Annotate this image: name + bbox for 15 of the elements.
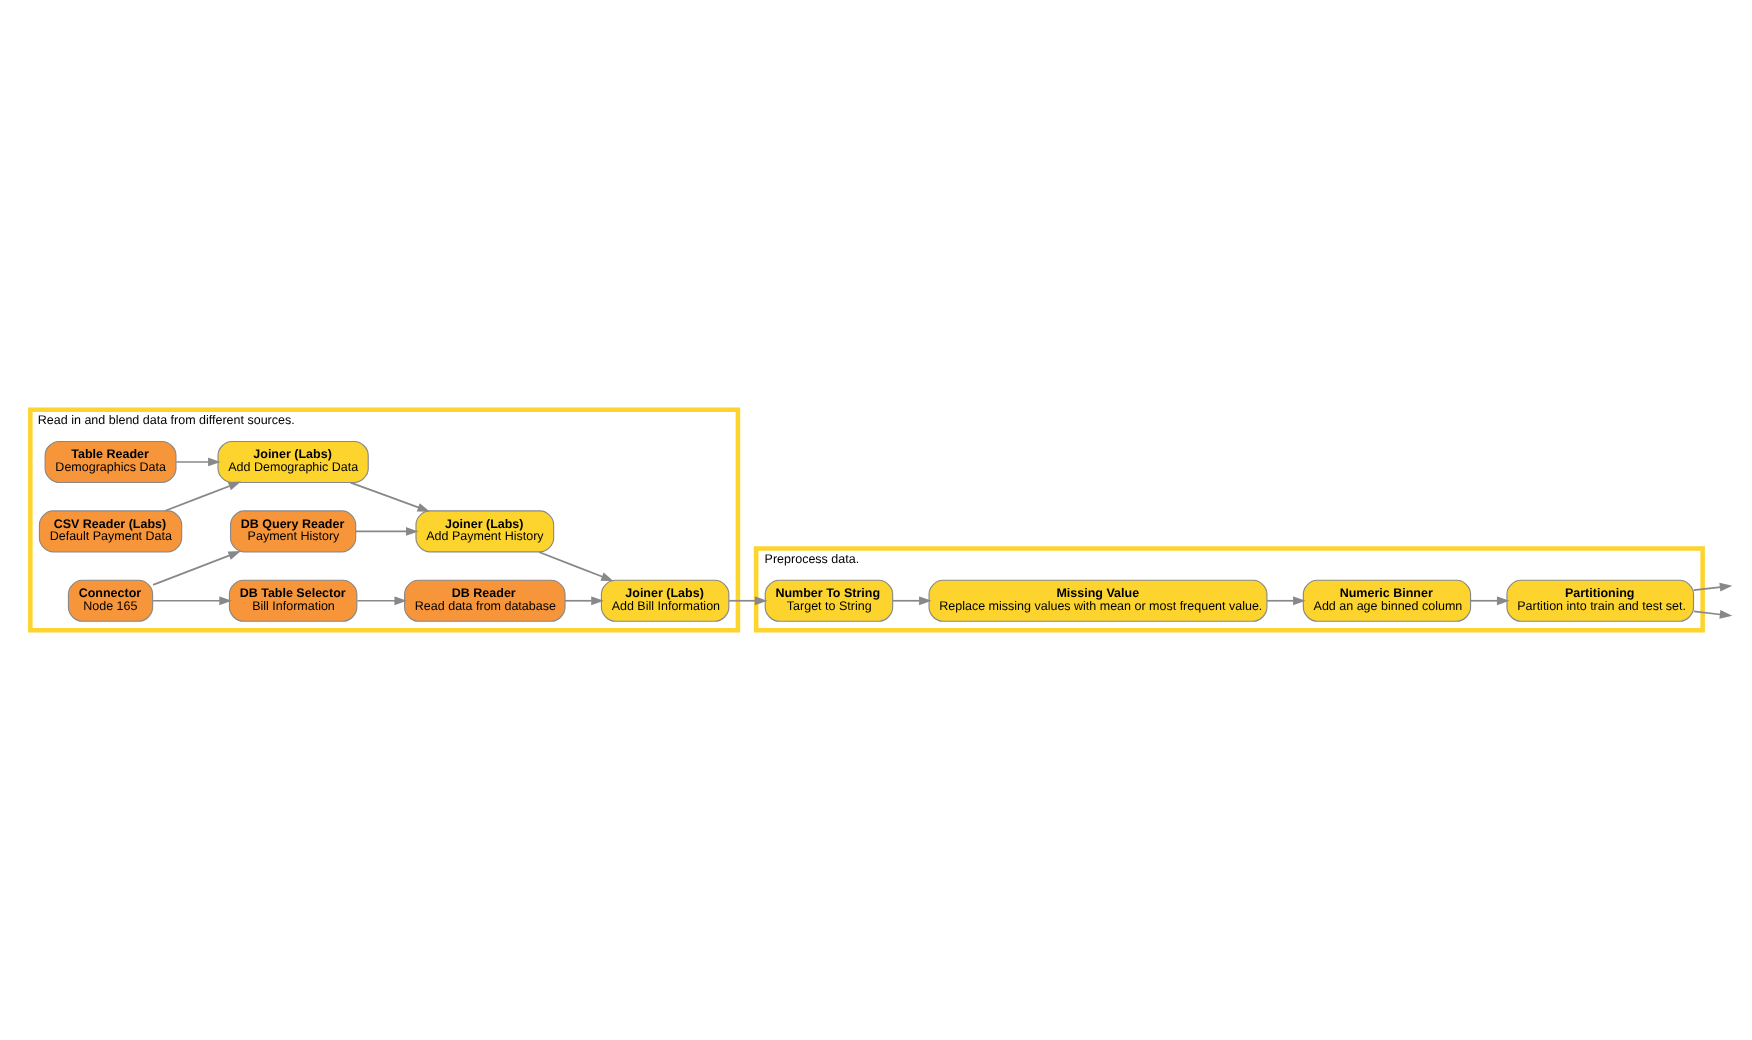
- arrow: [349, 481, 431, 512]
- arrow: [356, 596, 407, 606]
- arrow: [354, 527, 419, 536]
- arrow: [152, 551, 241, 586]
- arrow: [175, 457, 221, 467]
- arrow: [164, 481, 241, 512]
- arrow: [1266, 596, 1306, 606]
- arrow: [538, 551, 614, 582]
- arrow: [1692, 610, 1733, 619]
- arrow: [1692, 582, 1733, 592]
- arrow: [728, 596, 768, 606]
- arrow: [892, 596, 932, 606]
- arrow: [152, 596, 232, 606]
- arrow: [1469, 596, 1510, 606]
- arrow: [564, 596, 604, 606]
